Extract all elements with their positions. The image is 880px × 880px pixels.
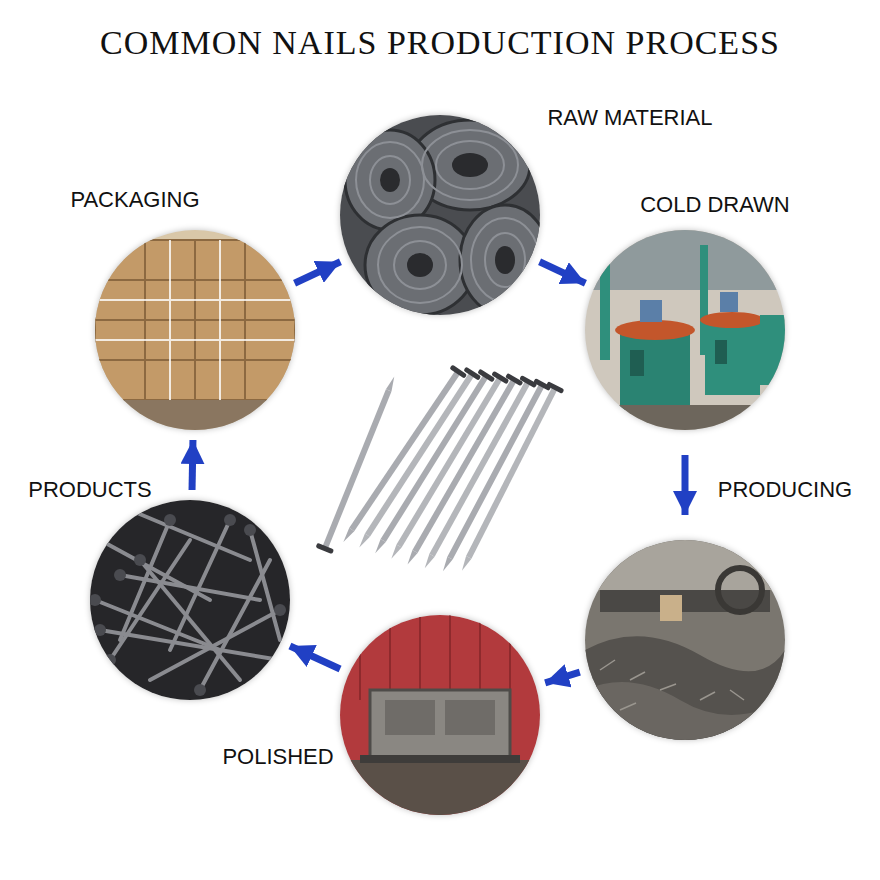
flow-arrow — [540, 262, 586, 284]
flow-arrow — [295, 262, 341, 284]
nail-machines-photo — [585, 540, 785, 740]
process-circle: PRODUCING — [585, 540, 785, 740]
step-label: POLISHED — [222, 744, 333, 770]
flow-arrow — [682, 455, 689, 515]
nails-illustration — [316, 364, 565, 575]
flow-arrow — [545, 672, 580, 683]
step-label: PRODUCTS — [28, 477, 151, 503]
diagram-title: COMMON NAILS PRODUCTION PROCESS — [0, 24, 880, 62]
polishing-machine-photo — [340, 615, 540, 820]
step-label: PRODUCING — [718, 477, 852, 503]
wire-coils-photo — [330, 105, 550, 325]
step-label: COLD DRAWN — [640, 192, 790, 218]
process-circle: RAW MATERIAL — [340, 115, 540, 315]
carton-stack-photo — [95, 230, 295, 430]
process-circle: COLD DRAWN — [585, 230, 785, 430]
flow-arrow — [290, 646, 340, 669]
process-circle: POLISHED — [340, 615, 540, 815]
flow-arrow — [189, 440, 197, 490]
step-label: RAW MATERIAL — [547, 105, 712, 131]
step-label: PACKAGING — [70, 187, 199, 213]
process-circle: PRODUCTS — [90, 500, 290, 700]
drawing-machines-photo — [585, 230, 790, 435]
nail-pile-photo — [89, 500, 290, 700]
process-circle: PACKAGING — [95, 230, 295, 430]
